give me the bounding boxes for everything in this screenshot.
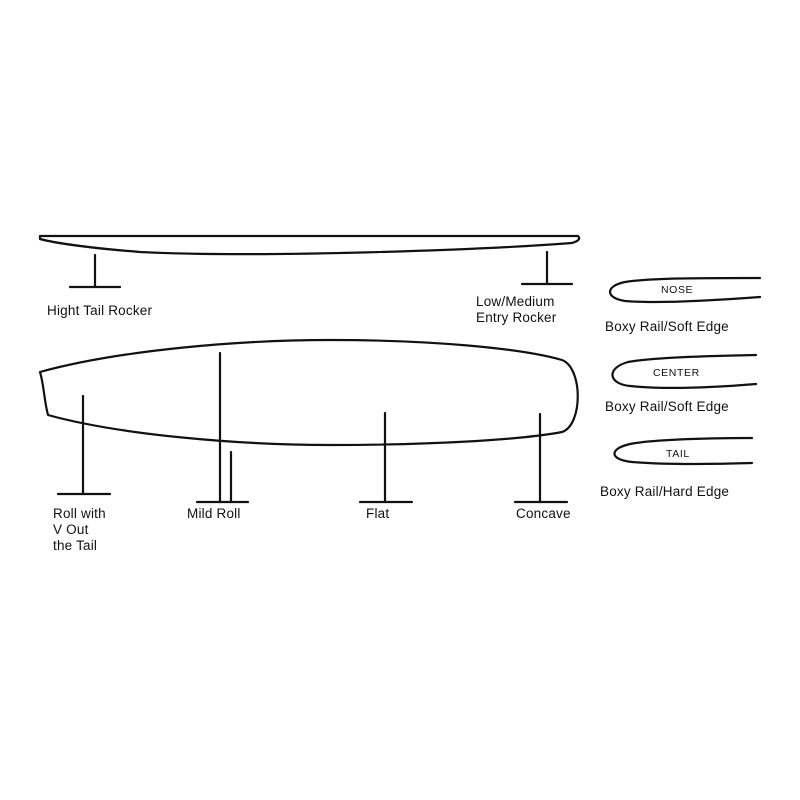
roll-v-marker: [56, 394, 112, 496]
center-tag: CENTER: [653, 367, 700, 379]
nose-rail-shape: [608, 276, 762, 304]
tail-rail-shape: [613, 436, 754, 466]
tail-rocker-marker: [68, 253, 122, 289]
nose-tag: NOSE: [661, 284, 694, 296]
nose-rail-caption: Boxy Rail/Soft Edge: [605, 319, 729, 334]
board-side-profile: [38, 234, 581, 256]
mild-roll-label: Mild Roll: [187, 506, 241, 521]
center-rail-caption: Boxy Rail/Soft Edge: [605, 399, 729, 414]
concave-marker: [513, 412, 569, 504]
tail-rocker-label: Hight Tail Rocker: [47, 303, 153, 318]
tail-tag: TAIL: [666, 448, 690, 460]
concave-label: Concave: [516, 506, 571, 521]
board-outline: [38, 338, 579, 447]
tail-rail-caption: Boxy Rail/Hard Edge: [600, 484, 730, 499]
center-rail-shape: [611, 353, 758, 390]
flat-label: Flat: [366, 506, 390, 521]
roll-v-label: Roll with V Out the Tail: [53, 506, 106, 553]
flat-marker: [358, 411, 414, 504]
entry-rocker-label: Low/Medium Entry Rocker: [476, 294, 557, 325]
entry-rocker-marker: [520, 250, 574, 286]
mild-roll-marker: [195, 351, 250, 504]
